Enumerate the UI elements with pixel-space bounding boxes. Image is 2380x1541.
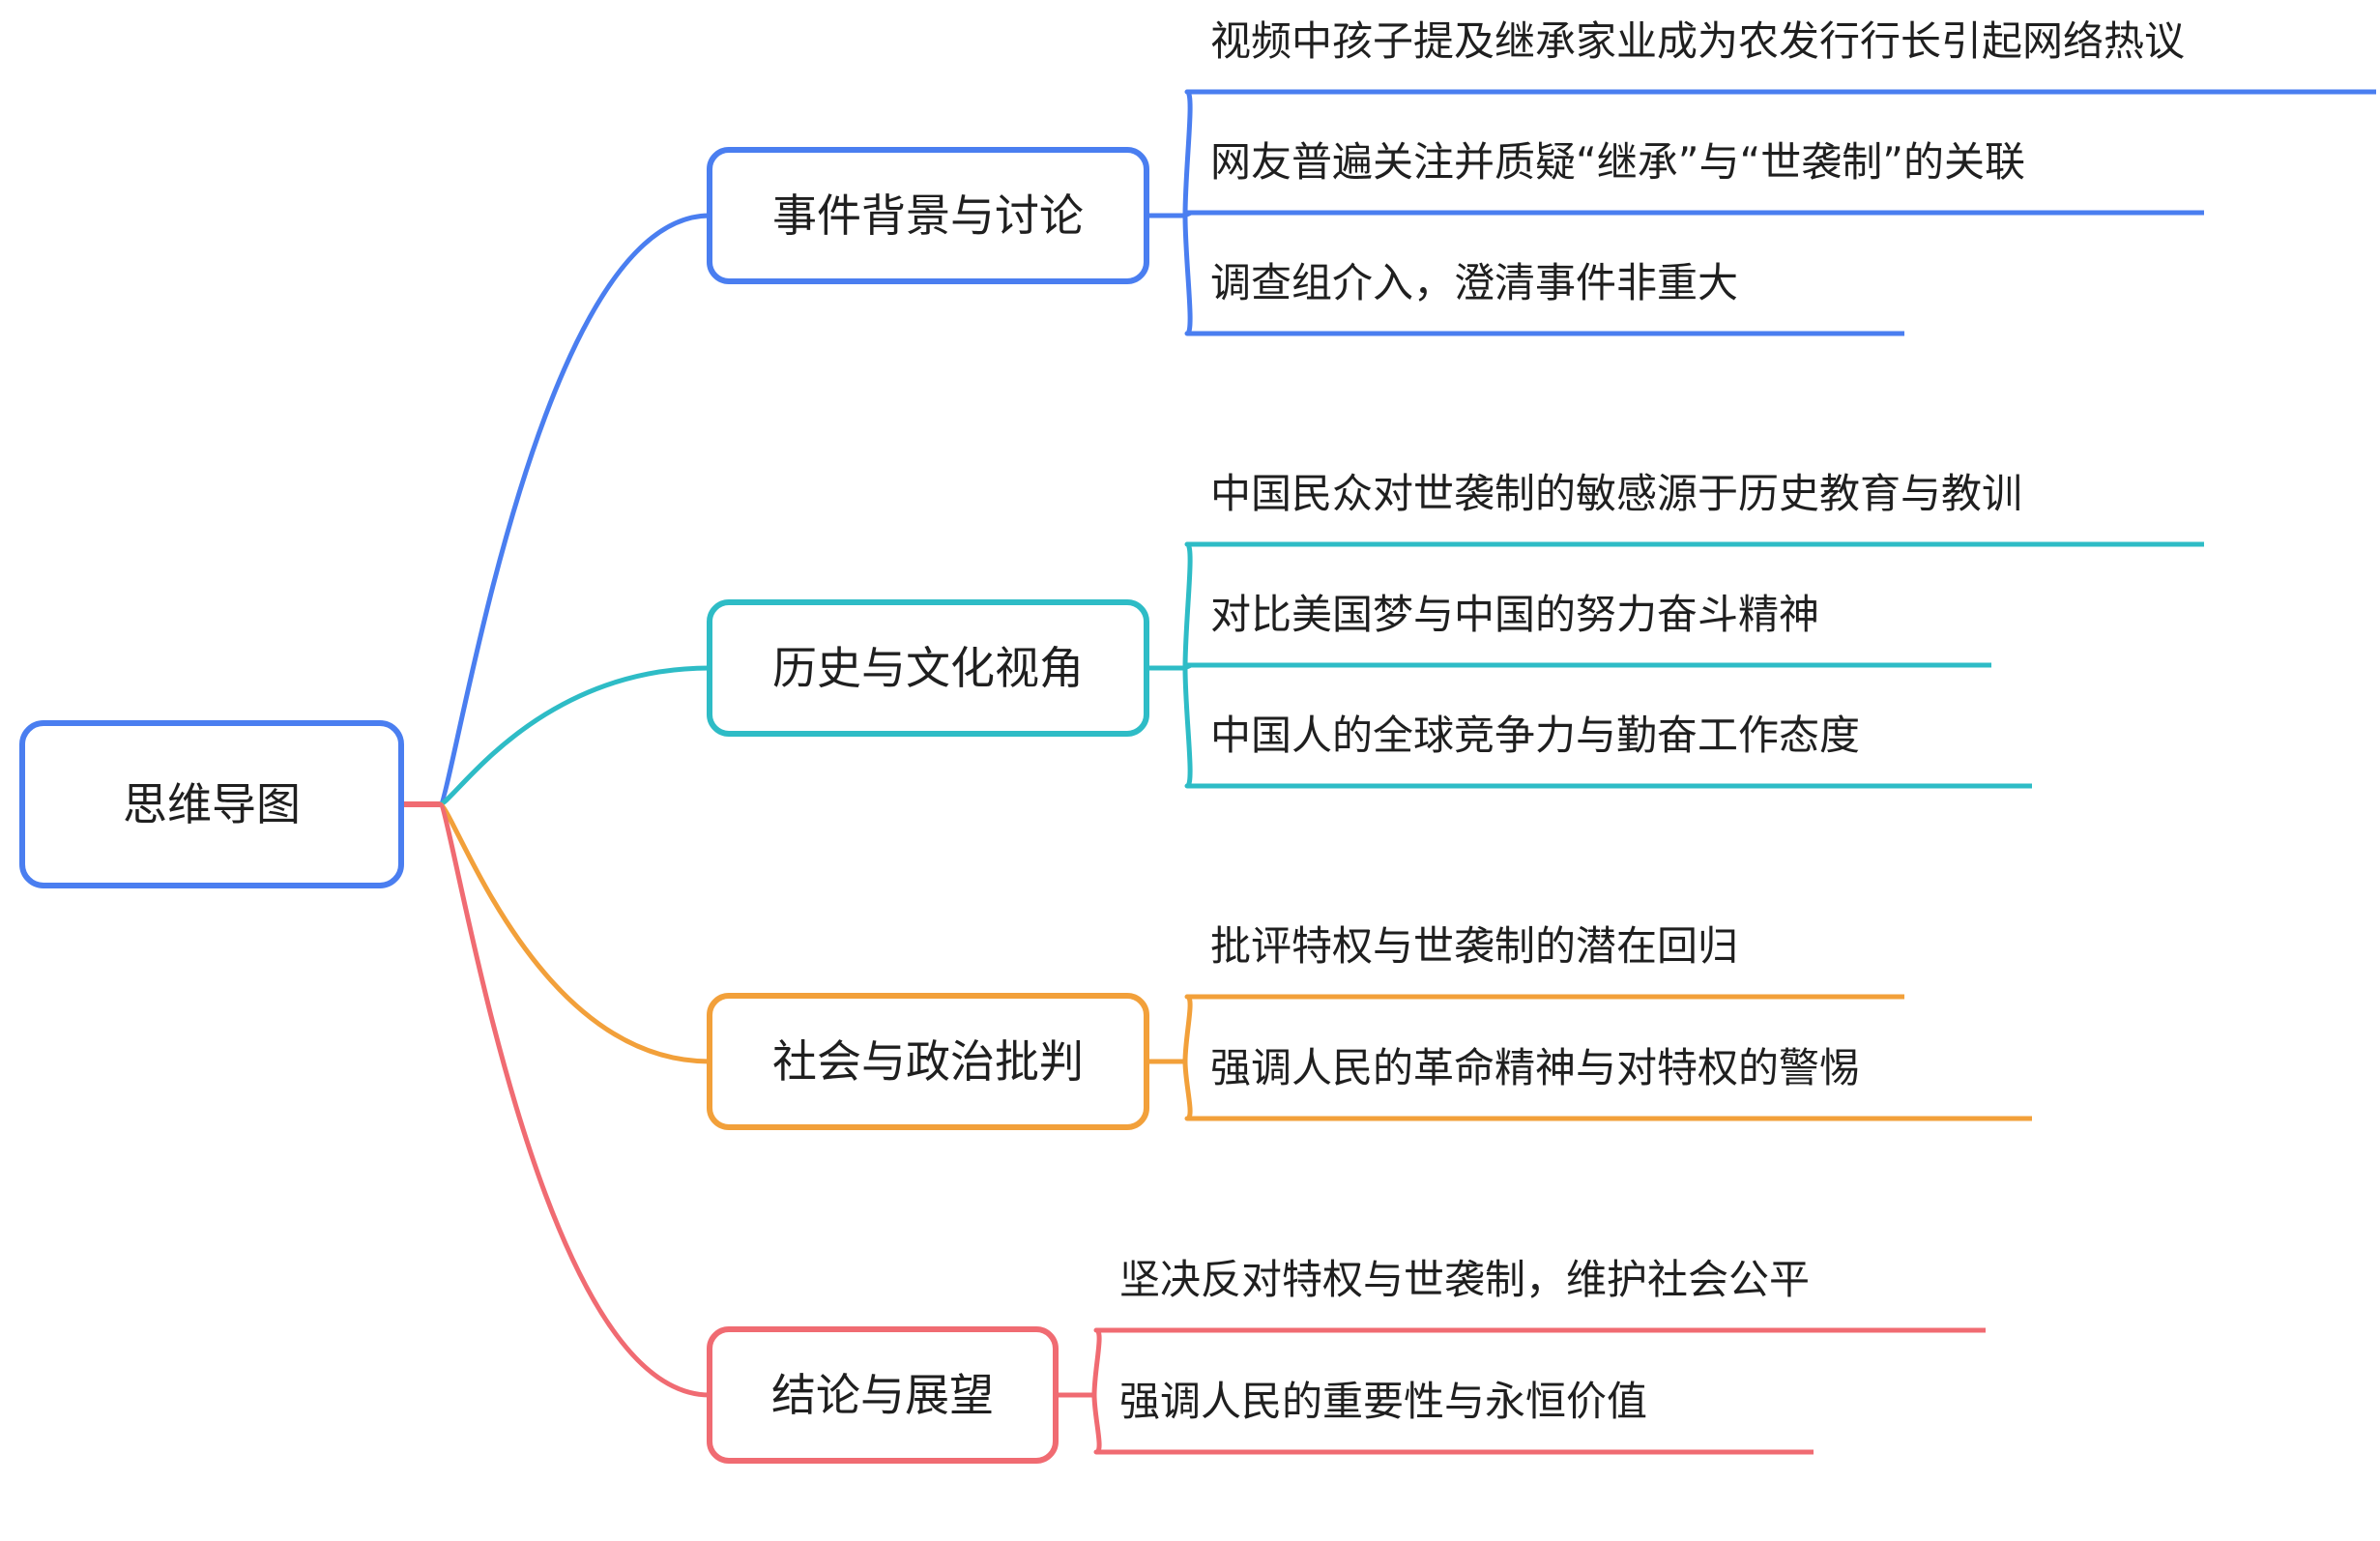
leaf-connector-2-1 <box>1182 541 1193 671</box>
leaf-node-2-1[interactable]: 中国民众对世袭制的敏感源于历史教育与教训 <box>1210 470 2022 517</box>
leaf-node-4-2[interactable]: 强调人民的重要性与永恒价值 <box>1119 1378 1647 1425</box>
branch-box-2 <box>707 599 1149 737</box>
leaf-node-4-1[interactable]: 坚决反对特权与世袭制，维护社会公平 <box>1119 1256 1810 1303</box>
leaf-node-2-3[interactable]: 中国人的全球竞争力与勤奋工作态度 <box>1210 712 1860 759</box>
connector-layer <box>401 89 2376 1455</box>
root-box <box>19 720 404 888</box>
branch-box-1 <box>707 147 1149 284</box>
branch-node-2[interactable]: 历史与文化视角 <box>707 599 1149 737</box>
leaf-connector-4-2 <box>1091 1392 1102 1455</box>
leaf-connector-3-2 <box>1182 1059 1193 1121</box>
branch-label-1: 事件背景与讨论 <box>772 189 1084 242</box>
branch-label-2: 历史与文化视角 <box>772 642 1084 694</box>
branch-label-4: 结论与展望 <box>771 1369 994 1421</box>
branch-connector-2 <box>437 665 712 807</box>
root-node[interactable]: 思维导图 <box>19 720 404 888</box>
branch-node-3[interactable]: 社会与政治批判 <box>707 993 1149 1130</box>
leaf-node-1-2[interactable]: 网友普遍关注并质疑“继承”与“世袭制”的关联 <box>1210 138 2025 186</box>
branch-box-4 <box>707 1326 1059 1464</box>
branch-node-1[interactable]: 事件背景与讨论 <box>707 147 1149 284</box>
branch-box-3 <box>707 993 1149 1130</box>
leaf-connector-3-1 <box>1182 994 1193 1064</box>
leaf-connector-2-3 <box>1182 665 1193 789</box>
node-layer: 事件背景与讨论 视频中孩子提及继承家业成为农发行行长引起网络热议网友普遍关注并质疑… <box>19 17 2185 1464</box>
leaf-node-3-2[interactable]: 强调人民的革命精神与对特权的警惕 <box>1210 1044 1860 1091</box>
branch-connector-3 <box>437 801 712 1064</box>
leaf-connector-4-1 <box>1091 1327 1102 1398</box>
branch-connector-4 <box>437 801 712 1398</box>
branch-node-4[interactable]: 结论与展望 <box>707 1326 1059 1464</box>
leaf-node-3-1[interactable]: 批评特权与世袭制的潜在回归 <box>1210 922 1738 970</box>
leaf-connector-1-1 <box>1182 89 1193 218</box>
branch-connector-1 <box>437 213 712 807</box>
root-label: 思维导图 <box>123 778 301 830</box>
branch-label-3: 社会与政治批判 <box>772 1035 1084 1088</box>
leaf-connector-1-3 <box>1182 213 1193 336</box>
leaf-node-2-2[interactable]: 对比美国梦与中国的努力奋斗精神 <box>1210 591 1819 638</box>
leaf-node-1-3[interactable]: 调查组介入，澄清事件非重大 <box>1210 259 1738 306</box>
leaf-node-1-1[interactable]: 视频中孩子提及继承家业成为农发行行长引起网络热议 <box>1210 17 2185 65</box>
